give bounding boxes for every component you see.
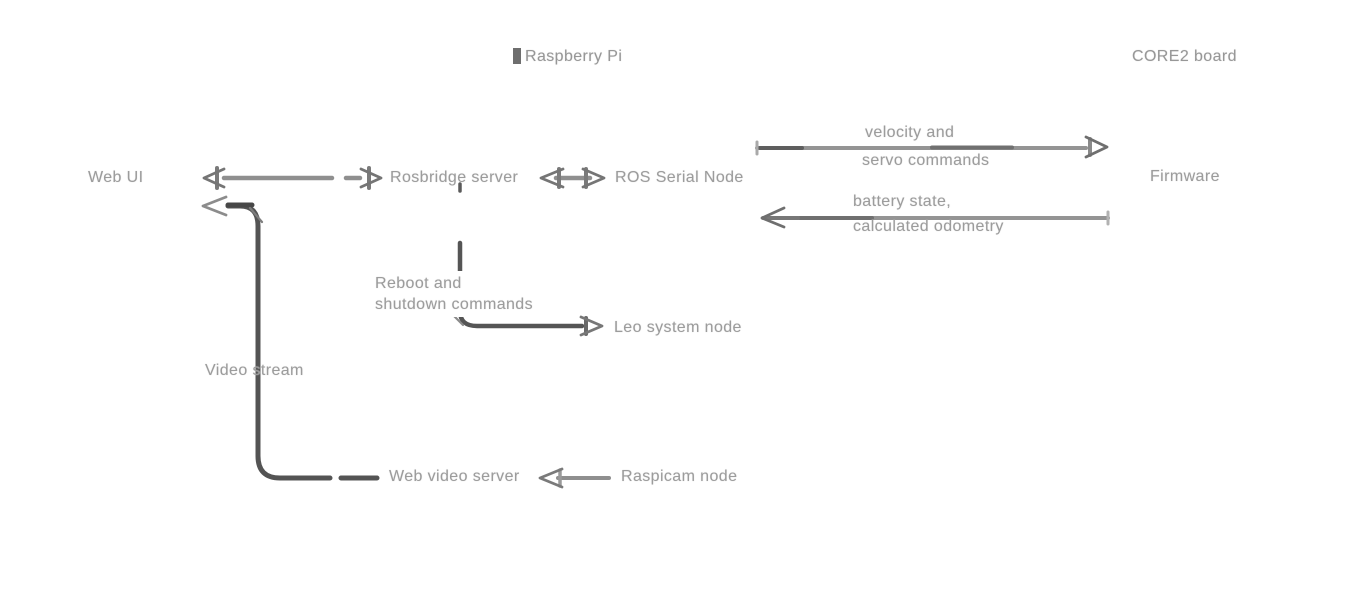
edge-label-battery-line2: calculated odometry: [853, 218, 1004, 235]
edge-label-reboot-line1: Reboot and: [375, 275, 462, 292]
node-raspicam-node: Raspicam node: [621, 468, 738, 485]
edge-velocity-servo-commands: [755, 135, 1109, 159]
edge-raspicam-webvideoserver: [538, 467, 611, 489]
edge-label-battery-line1: battery state,: [853, 193, 952, 210]
node-leo-system-node: Leo system node: [614, 319, 742, 336]
edge-battery-odometry: [760, 206, 1110, 229]
edge-webui-rosbridge: [202, 166, 383, 190]
node-ros-serial-node: ROS Serial Node: [615, 169, 744, 186]
node-rosbridge-server: Rosbridge server: [390, 169, 519, 186]
edge-label-video-stream: Video stream: [205, 362, 304, 379]
edge-rosbridge-rosserial: [539, 167, 606, 189]
section-title-raspberry-pi: Raspberry Pi: [525, 48, 623, 65]
node-web-ui: Web UI: [88, 169, 144, 186]
raspberry-pi-title-marker: [513, 48, 521, 64]
edge-label-velocity-line2: servo commands: [862, 152, 990, 169]
node-firmware: Firmware: [1150, 168, 1220, 185]
section-title-core2-board: CORE2 board: [1132, 48, 1237, 65]
node-web-video-server: Web video server: [389, 468, 520, 485]
edge-label-velocity-line1: velocity and: [865, 124, 955, 141]
edge-videostream-webui: [201, 195, 380, 481]
edge-label-reboot-line2: shutdown commands: [375, 296, 533, 313]
edge-label-reboot: Reboot and shutdown commands: [371, 271, 537, 317]
